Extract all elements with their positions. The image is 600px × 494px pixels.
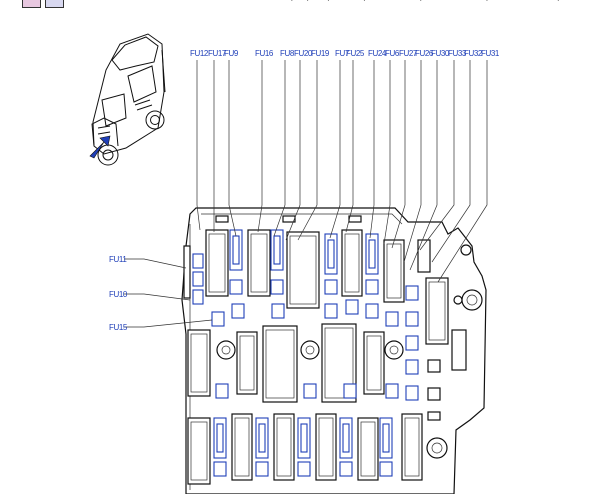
fuse-label-fu15: FU15 (109, 323, 128, 332)
fuse-label-fu25: FU25 (346, 49, 365, 58)
relay-blocks (187, 229, 449, 485)
fuse-label-fu26: FU26 (415, 49, 434, 58)
leader-line (419, 60, 455, 251)
fuse-label-fu24: FU24 (368, 49, 387, 58)
fuse-label-fu33: FU33 (448, 49, 467, 58)
small-connectors (417, 239, 467, 421)
leader-line (257, 60, 263, 233)
leader-line (196, 60, 201, 231)
leader-line (124, 258, 187, 269)
fuse-label-fu32: FU32 (464, 49, 483, 58)
leader-line (297, 60, 318, 241)
fuse-label-fu17: FU17 (208, 49, 227, 58)
fuse-label-fu27: FU27 (399, 49, 418, 58)
left-label-column: FU11 FU10 FU15 (109, 255, 128, 332)
top-cropped-strip: · · · · · · · . (0, 0, 600, 8)
leader-line (391, 60, 406, 249)
leader-line (437, 60, 488, 283)
top-label-row: FU12 FU17 FU9 FU16 FU8 FU20 FU19 FU7 FU2… (190, 49, 500, 58)
leader-line (431, 60, 471, 263)
fuse-label-fu30: FU30 (431, 49, 450, 58)
callout-leader-lines (124, 60, 488, 328)
vehicle-illustration (91, 33, 166, 166)
toolbar-square-icon (45, 0, 64, 8)
fuse-label-fu31: FU31 (481, 49, 500, 58)
fuse-label-fu20: FU20 (294, 49, 313, 58)
cropped-text-remnant: · · · · · · · . (290, 0, 600, 6)
leader-line (228, 60, 237, 237)
blue-fuses (192, 229, 419, 477)
leader-line (273, 60, 286, 237)
leader-line (409, 60, 438, 271)
fuse-label-fu9: FU9 (224, 49, 239, 58)
leader-line (124, 319, 213, 328)
leader-line (369, 60, 375, 239)
leader-line (285, 60, 301, 241)
toolbar-square-icon (22, 0, 41, 8)
fuse-label-fu12: FU12 (190, 49, 209, 58)
leader-line (329, 60, 341, 239)
leader-line (383, 60, 391, 245)
leader-line (403, 60, 422, 263)
fuse-label-fu11: FU11 (109, 255, 127, 264)
leader-line (124, 293, 191, 301)
fuse-label-fu6: FU6 (385, 49, 400, 58)
leader-line (345, 60, 354, 233)
round-sockets (216, 244, 483, 459)
location-arrow-icon (89, 135, 111, 159)
fuse-label-fu16: FU16 (255, 49, 274, 58)
fuse-label-fu19: FU19 (311, 49, 330, 58)
fuse-label-fu10: FU10 (109, 290, 128, 299)
fuse-label-fu7: FU7 (335, 49, 350, 58)
fuse-label-fu8: FU8 (280, 49, 295, 58)
